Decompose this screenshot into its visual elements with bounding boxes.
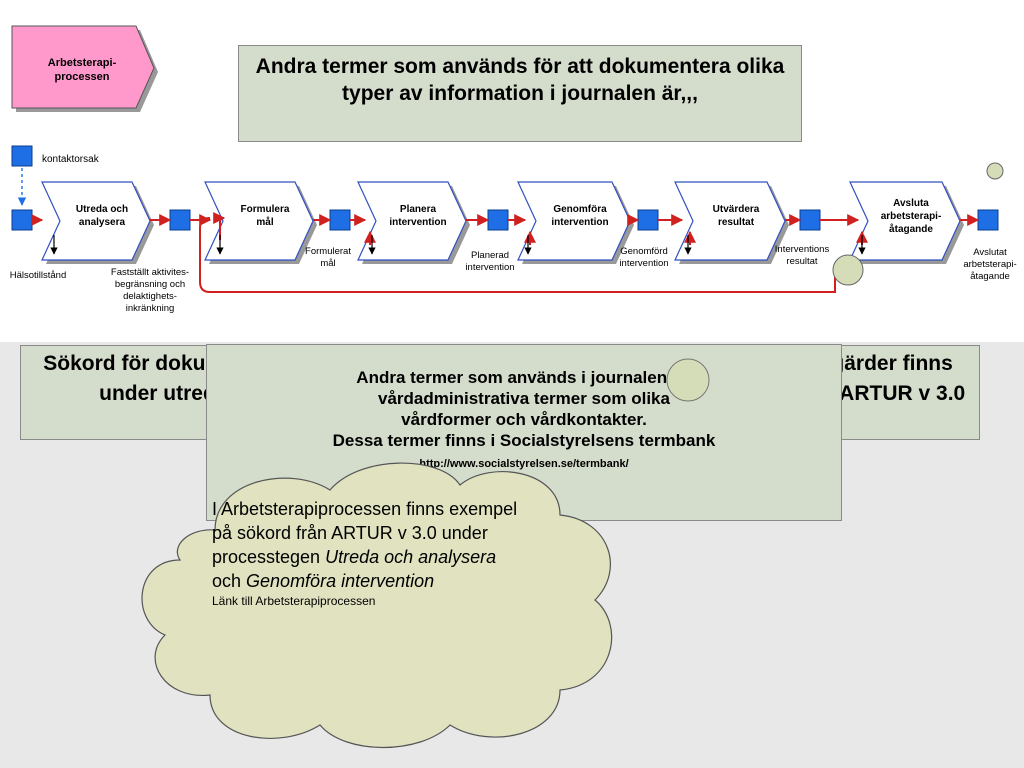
- callout-text: I Arbetsterapiprocessen finns exempel på…: [212, 497, 522, 609]
- outcome-label-1: Hälsotillstånd: [10, 270, 67, 281]
- marker-circle: [666, 358, 710, 402]
- feedback-arrow-1: [213, 212, 226, 240]
- process-step-6: [849, 181, 961, 261]
- process-link[interactable]: Länk till Arbetsterapiprocessen: [212, 594, 376, 608]
- legend-label: kontaktorsak: [42, 154, 100, 165]
- outcome-circle: [832, 254, 864, 286]
- corner-circle: [986, 162, 1004, 180]
- state-node-2: [169, 209, 191, 231]
- admin-terms-line-3: vårdformer och vårdkontakter.: [401, 410, 647, 429]
- callout-italic-b: Genomföra intervention: [246, 571, 435, 591]
- state-node-5: [637, 209, 659, 231]
- callout-italic-a: Utreda och analysera: [325, 547, 497, 567]
- state-node-4: [487, 209, 509, 231]
- process-step-4: [517, 181, 631, 261]
- callout-text-b: och: [212, 571, 247, 591]
- callout-cloud: [141, 462, 613, 748]
- admin-terms-line-2: vårdadministrativa termer som olika: [378, 389, 670, 408]
- state-node-1: [11, 209, 33, 231]
- state-node-3: [329, 209, 351, 231]
- process-step-5: [674, 181, 786, 261]
- admin-terms-line-4: Dessa termer finns i Socialstyrelsens te…: [332, 431, 716, 450]
- process-step-1: [41, 181, 151, 261]
- question-text: Andra termer som används för att dokumen…: [255, 55, 785, 105]
- start-process-shape: [11, 25, 155, 109]
- state-node-6: [799, 209, 821, 231]
- admin-terms-line-1: Andra termer som används i journalen är,: [356, 368, 692, 387]
- feedback-loop: [199, 217, 836, 293]
- process-step-3: [357, 181, 467, 261]
- termbank-link[interactable]: http://www.socialstyrelsen.se/termbank/: [419, 458, 629, 470]
- question-box: Andra termer som används för att dokumen…: [238, 45, 802, 142]
- start-process-label: Arbetsterapi-processen: [48, 57, 117, 83]
- callout-text-a: I Arbetsterapiprocessen finns exempel på…: [212, 499, 518, 567]
- legend-node-icon: [11, 145, 33, 167]
- state-node-7: [977, 209, 999, 231]
